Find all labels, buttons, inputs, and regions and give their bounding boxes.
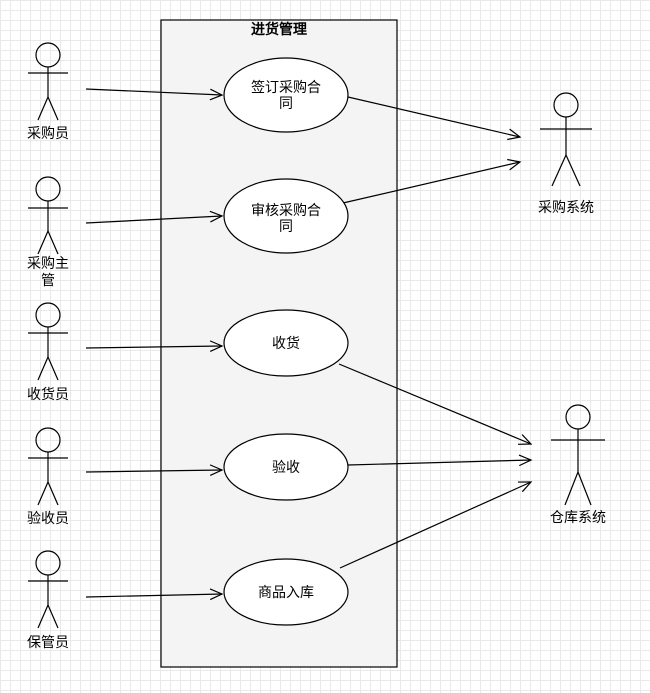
actor-a1[interactable]: 采购员: [27, 42, 69, 142]
actor-a4-line-1: 验收员: [27, 511, 69, 527]
stick-figure-icon: [28, 176, 68, 255]
association-arrow: [85, 464, 224, 477]
actor-a4[interactable]: 验收员: [27, 427, 69, 527]
actor-a5-line-1: 保管员: [27, 635, 69, 651]
use-case-u2[interactable]: 审核采购合 同: [223, 178, 349, 254]
use-case-u3[interactable]: 收货: [223, 309, 349, 377]
association-arrow: [347, 454, 533, 467]
use-case-u4[interactable]: 验收: [223, 433, 349, 501]
actor-s1[interactable]: 采购系统: [538, 92, 594, 216]
system-title: 进货管理: [251, 21, 307, 38]
use-case-u1-line-1: 签订采购合: [251, 79, 321, 96]
association-arrow: [339, 481, 533, 569]
stick-figure-icon: [28, 427, 68, 506]
association-arrow: [338, 363, 533, 445]
actor-a2-line-2: 管: [41, 273, 55, 289]
use-case-u1[interactable]: 签订采购合 同: [223, 57, 349, 133]
use-case-u2-line-1: 审核采购合: [251, 203, 321, 219]
actor-a2-line-1: 采购主: [27, 256, 69, 272]
use-case-u5-line-1: 商品入库: [258, 585, 314, 601]
actor-s1-line-1: 采购系统: [538, 200, 594, 216]
actor-a2[interactable]: 采购主 管: [27, 176, 69, 289]
stick-figure-icon: [540, 92, 592, 187]
use-case-u2-line-2: 同: [279, 219, 293, 235]
association-arrow: [347, 96, 522, 141]
association-arrow: [85, 340, 224, 353]
association-arrow: [342, 158, 522, 204]
use-case-u5[interactable]: 商品入库: [223, 558, 349, 626]
actor-a1-line-1: 采购员: [27, 126, 69, 142]
stick-figure-icon: [551, 404, 605, 506]
associations: [85, 88, 533, 601]
actor-s2-line-1: 仓库系统: [550, 510, 606, 526]
use-case-u3-line-1: 收货: [272, 335, 300, 352]
use-case-u1-line-2: 同: [279, 96, 293, 112]
use-case-u4-line-1: 验收: [272, 460, 300, 476]
actor-a5[interactable]: 保管员: [27, 550, 69, 651]
stick-figure-icon: [28, 302, 68, 381]
association-arrow: [85, 210, 224, 224]
actor-a3-line-1: 收货员: [27, 386, 69, 403]
actor-a3[interactable]: 收货员: [27, 302, 69, 403]
stick-figure-icon: [28, 42, 68, 121]
association-arrow: [85, 588, 224, 601]
association-arrow: [85, 88, 224, 101]
actor-s2[interactable]: 仓库系统: [550, 404, 606, 526]
stick-figure-icon: [28, 550, 68, 629]
